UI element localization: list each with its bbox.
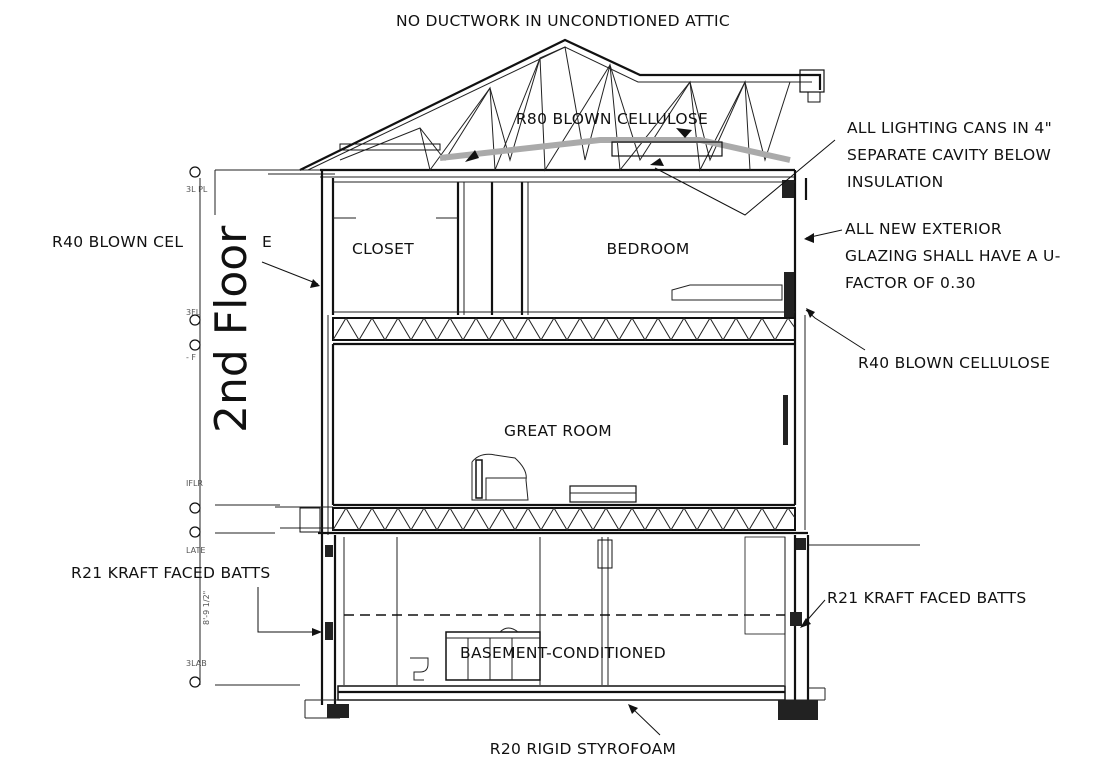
note-r80: R80 BLOWN CELLULOSE [516, 110, 708, 128]
level-top-plate: 3L PL [186, 185, 208, 194]
room-closet: CLOSET [352, 240, 414, 258]
basement [304, 535, 826, 720]
level-markers: 3L PL 3FL - F IFLR LATE 8'-9 1/2" 3LAB [186, 166, 300, 688]
level-flr: IFLR [186, 479, 203, 488]
level-dim: 8'-9 1/2" [202, 591, 211, 625]
room-basement: BASEMENT-CONDITIONED [460, 644, 666, 662]
level-slab: 3LAB [186, 659, 207, 668]
note-glazing-line-3: FACTOR OF 0.30 [845, 274, 976, 292]
note-lighting-line-3: INSULATION [847, 173, 944, 191]
level-bfl: 3FL [186, 308, 201, 317]
note-r20: R20 RIGID STYROFOAM [490, 740, 676, 758]
room-great-room: GREAT ROOM [504, 422, 612, 440]
room-bedroom: BEDROOM [606, 240, 689, 258]
level-f: - F [186, 353, 196, 362]
note-r21-right: R21 KRAFT FACED BATTS [827, 589, 1027, 607]
note-lighting-line-2: SEPARATE CAVITY BELOW [847, 146, 1051, 164]
main-floor-truss [275, 506, 920, 546]
note-attic: NO DUCTWORK IN UNCONDTIONED ATTIC [396, 12, 730, 30]
first-floor [320, 315, 806, 535]
note-r40-right: R40 BLOWN CELLULOSE [858, 354, 1050, 372]
note-r21-left: R21 KRAFT FACED BATTS [71, 564, 271, 582]
roof-truss [268, 38, 825, 178]
annotation-labels: NO DUCTWORK IN UNCONDTIONED ATTIC R80 BL… [52, 12, 1061, 758]
note-r40-left: R40 BLOWN CEL [52, 233, 183, 251]
level-plate: LATE [186, 546, 205, 555]
floor-title: 2nd Floor [206, 225, 257, 433]
second-floor [320, 170, 808, 317]
note-lighting-line-1: ALL LIGHTING CANS IN 4" [847, 119, 1052, 137]
note-glazing-line-1: ALL NEW EXTERIOR [845, 220, 1002, 238]
note-glazing-line-2: GLAZING SHALL HAVE A U- [845, 247, 1061, 265]
leader-lines [257, 139, 866, 736]
upper-floor-truss [332, 317, 796, 346]
note-r40-left-tail: E [262, 233, 272, 251]
